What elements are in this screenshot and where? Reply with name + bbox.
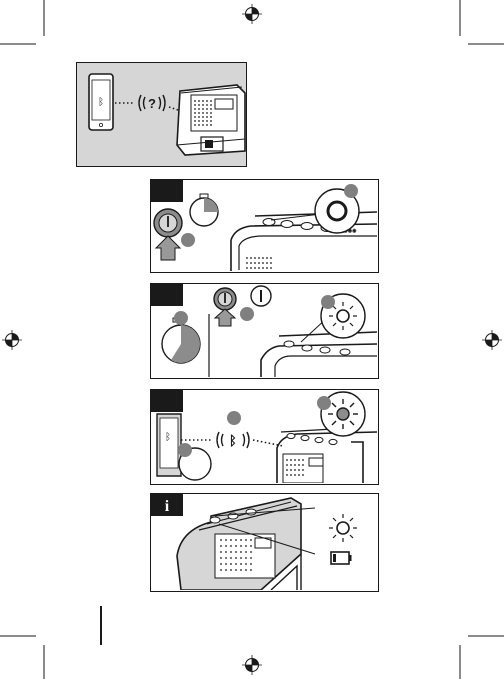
panel-step-3: ᛒ ᛒ [150,389,379,485]
step-badge [227,411,241,425]
info-icon: i [165,498,170,515]
step-badge [344,184,358,198]
info-callout [315,500,377,584]
bluetooth-signal-icon: ᛒ [217,432,249,449]
panel-info: i [150,493,379,592]
svg-text:ᛒ: ᛒ [229,434,237,449]
registration-mark-left [2,330,22,350]
registration-mark-right [482,330,502,350]
step-header [151,284,183,306]
step-header [151,390,183,412]
question-signal-icon: ? [139,95,165,111]
finger-arrow-icon [215,309,235,326]
step-badge [240,307,254,321]
step-badge [181,233,195,247]
registration-mark-top [242,4,262,24]
step-badge [174,311,188,325]
svg-text:?: ? [148,96,156,111]
speaker-device [261,332,377,377]
low-battery-icon [331,552,352,564]
panel-step-1: ◉◉◉◉ [150,179,379,273]
smartphone-icon [157,414,181,476]
finger-arrow-icon [156,236,180,260]
speaker-device [277,428,377,483]
bluetooth-icon: ᛒ [98,97,104,108]
speaker-device [177,85,245,155]
panel-intro: ᛒ ? [76,62,247,167]
power-button-icon [154,209,182,237]
timer-icon [190,194,218,226]
step-badge [317,396,331,410]
step-header [151,180,183,202]
step-badge [321,295,335,309]
step-badge [178,443,192,457]
panel-step-2 [150,283,379,379]
power-button-icon [214,288,236,310]
bluetooth-icon: ᛒ [165,432,171,443]
power-symbol-icon [251,286,271,306]
registration-mark-bottom [242,655,262,675]
